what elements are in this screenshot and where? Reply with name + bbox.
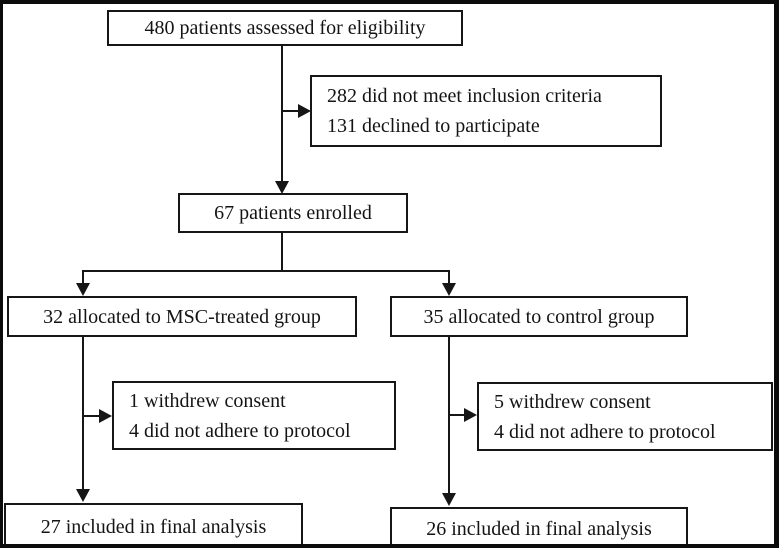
arrowhead-into-enrolled (275, 181, 289, 194)
connector-split-to-msc-group (82, 270, 84, 284)
node-control-group-label: 35 allocated to control group (423, 305, 655, 328)
frame-border-left (0, 0, 3, 548)
arrowhead-into-msc-withdrawn (99, 409, 112, 423)
arrowhead-into-control-final (442, 493, 456, 506)
node-msc-final-analysis: 27 included in final analysis (4, 503, 303, 548)
node-control-group: 35 allocated to control group (390, 296, 688, 337)
connector-to-control-withdrawn (448, 414, 465, 416)
node-control-withdrawn-line-1: 5 withdrew consent (494, 390, 651, 413)
node-msc-group-label: 32 allocated to MSC-treated group (43, 305, 321, 328)
node-assessed-for-eligibility: 480 patients assessed for eligibility (107, 10, 463, 46)
frame-border-right (774, 0, 779, 548)
arrowhead-into-control-withdrawn (464, 408, 477, 422)
frame-border-top (0, 0, 779, 4)
arrowhead-into-control-group (442, 283, 456, 296)
connector-to-msc-withdrawn (82, 415, 100, 417)
connector-split-horizontal (82, 270, 450, 272)
node-enrolled-label: 67 patients enrolled (214, 202, 372, 224)
connector-enrolled-to-split (281, 233, 283, 272)
connector-to-excluded (281, 110, 299, 112)
node-control-withdrawn: 5 withdrew consent 4 did not adhere to p… (477, 382, 773, 451)
connector-split-to-control-group (448, 270, 450, 284)
node-assessed-label: 480 patients assessed for eligibility (144, 17, 426, 39)
node-control-final-label: 26 included in final analysis (426, 518, 652, 540)
node-msc-withdrawn: 1 withdrew consent 4 did not adhere to p… (112, 381, 396, 450)
node-excluded: 282 did not meet inclusion criteria 131 … (310, 75, 662, 147)
node-msc-withdrawn-line-2: 4 did not adhere to protocol (129, 419, 351, 442)
node-control-final-analysis: 26 included in final analysis (390, 507, 688, 548)
arrowhead-into-msc-group (76, 283, 90, 296)
node-msc-withdrawn-line-1: 1 withdrew consent (129, 389, 286, 412)
node-excluded-line-1: 282 did not meet inclusion criteria (327, 85, 602, 107)
node-msc-treated-group: 32 allocated to MSC-treated group (7, 296, 357, 337)
connector-msc-group-to-final (82, 337, 84, 490)
node-enrolled: 67 patients enrolled (178, 193, 408, 233)
arrowhead-into-excluded (298, 104, 311, 118)
node-msc-final-label: 27 included in final analysis (40, 516, 267, 538)
arrowhead-into-msc-final (76, 489, 90, 502)
node-control-withdrawn-line-2: 4 did not adhere to protocol (494, 420, 716, 443)
node-excluded-line-2: 131 declined to participate (327, 115, 540, 137)
frame-border-bottom (0, 544, 779, 548)
connector-assessed-to-enrolled (281, 46, 283, 182)
